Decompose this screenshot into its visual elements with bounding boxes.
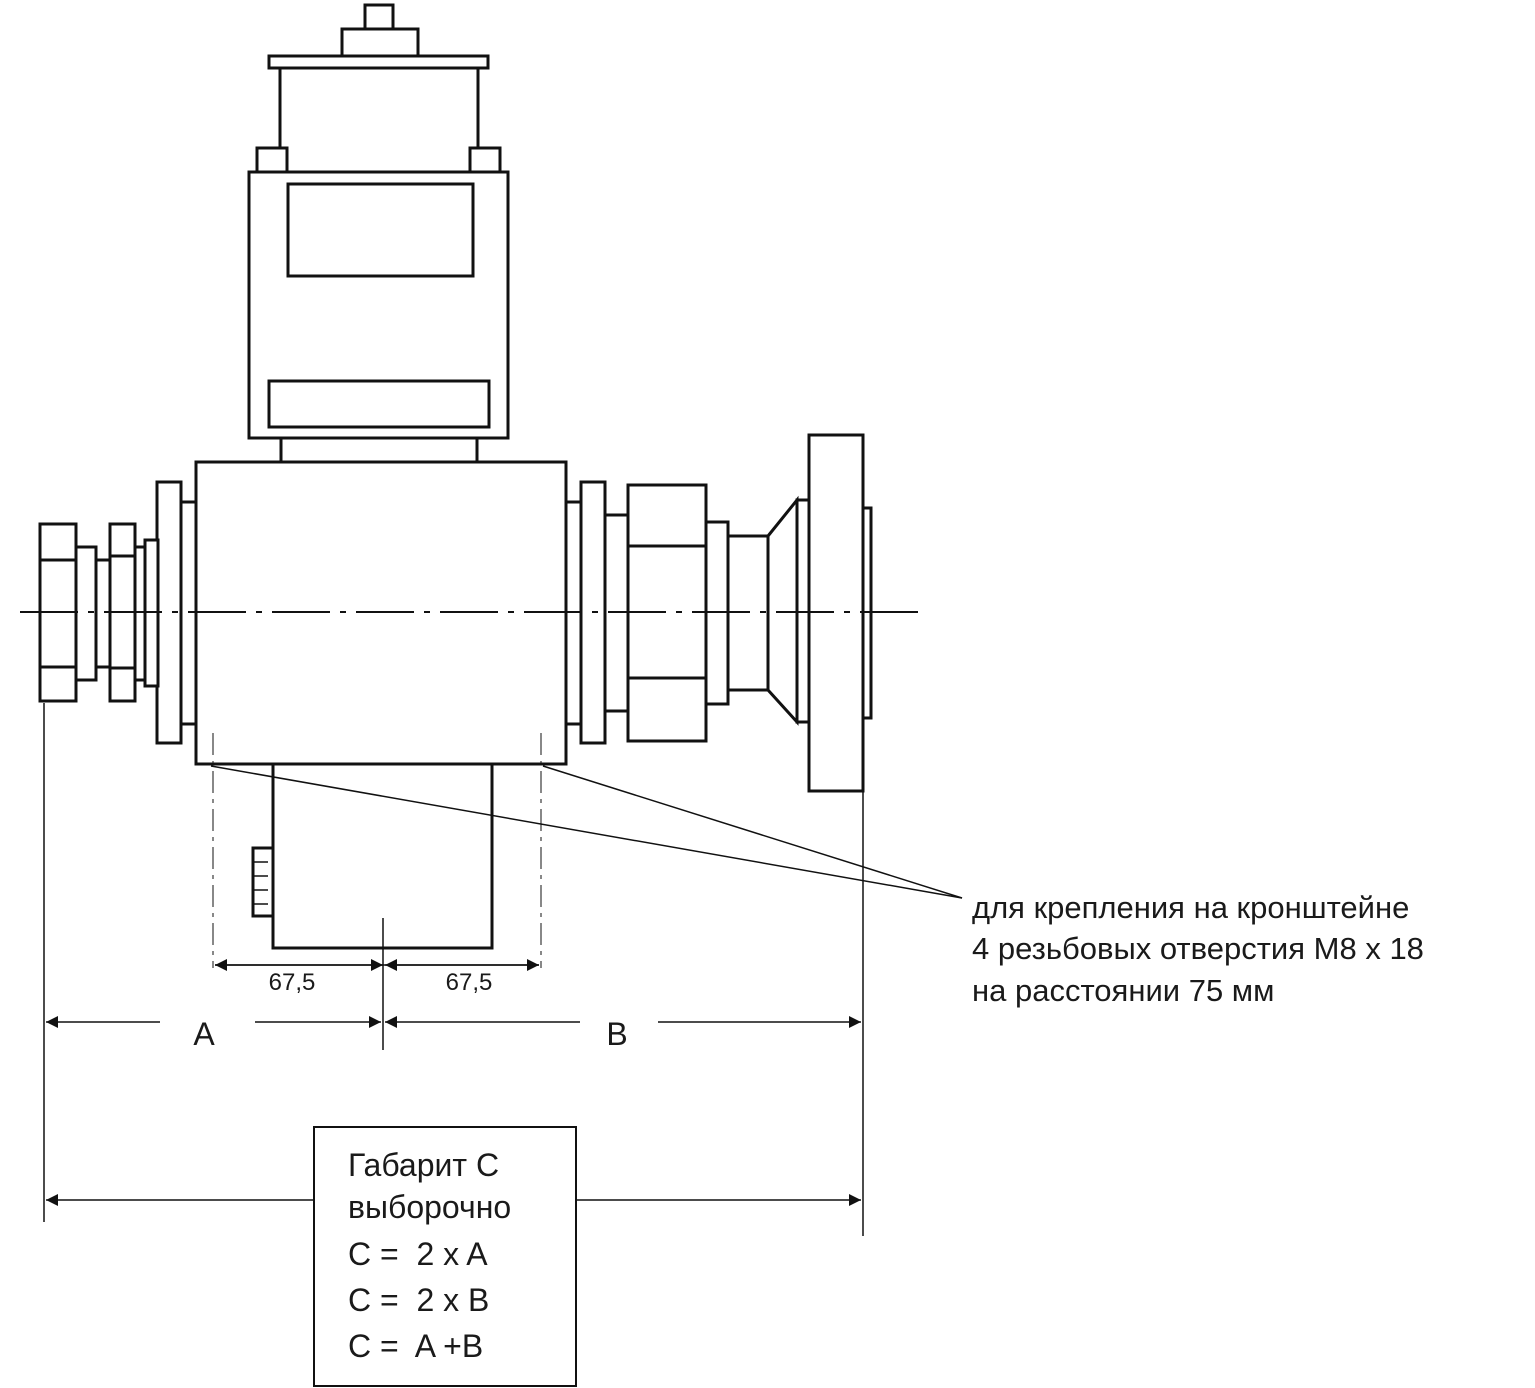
left-spacer-1	[74, 545, 98, 682]
overall-subtitle: выборочно	[348, 1189, 511, 1225]
head-clip-right	[468, 146, 502, 174]
dim-right-half-label: 67,5	[446, 969, 493, 996]
electronics-housing	[247, 170, 510, 440]
nameplate	[267, 379, 491, 429]
dim-left-half-label: 67,5	[269, 969, 316, 996]
mounting-note-line-1: для крепления на кронштейне	[972, 890, 1409, 925]
display-window	[286, 182, 475, 278]
dim-b-label: B	[606, 1016, 627, 1052]
terminal-block	[251, 846, 275, 918]
head-clip-left	[255, 146, 289, 174]
transmitter-head	[247, 3, 510, 462]
left-thread-stem	[94, 558, 112, 669]
overall-dimension-box	[313, 1126, 577, 1387]
overall-title: Габарит C	[348, 1147, 499, 1183]
left-spacer-2	[133, 545, 147, 682]
dim-a-label: A	[193, 1016, 215, 1052]
overall-option-3: C = A +B	[348, 1328, 483, 1364]
overall-option-2: C = 2 x B	[348, 1282, 489, 1318]
cable-gland-cap	[363, 3, 395, 31]
mounting-note-line-2: 4 резьбовых отверстия М8 х 18	[972, 931, 1424, 966]
leader-right	[542, 765, 963, 899]
overall-option-1: C = 2 x A	[348, 1236, 488, 1272]
leader-left	[210, 765, 963, 899]
mounting-note-line-3: на расстоянии 75 мм	[972, 973, 1274, 1008]
mounting-foot	[271, 762, 494, 950]
head-top-plate	[267, 54, 490, 70]
cable-gland	[340, 27, 420, 58]
